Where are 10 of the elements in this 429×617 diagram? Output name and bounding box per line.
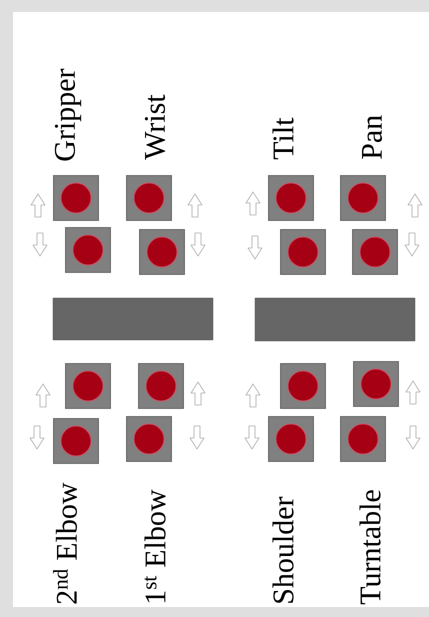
joint-label: Turntable [359, 490, 381, 604]
display-bar [254, 298, 416, 342]
joint-label: Tilt [272, 118, 294, 160]
joint-label: 1$^{st}$ Elbow [144, 490, 166, 602]
display-bar [52, 298, 214, 340]
joint-label: Shoulder [272, 496, 294, 603]
joint-label: Gripper [54, 68, 82, 161]
joint-label: Wrist [144, 94, 166, 160]
joint-label: 2$^{nd}$ Elbow [53, 482, 77, 604]
joint-label: Pan [362, 115, 382, 159]
